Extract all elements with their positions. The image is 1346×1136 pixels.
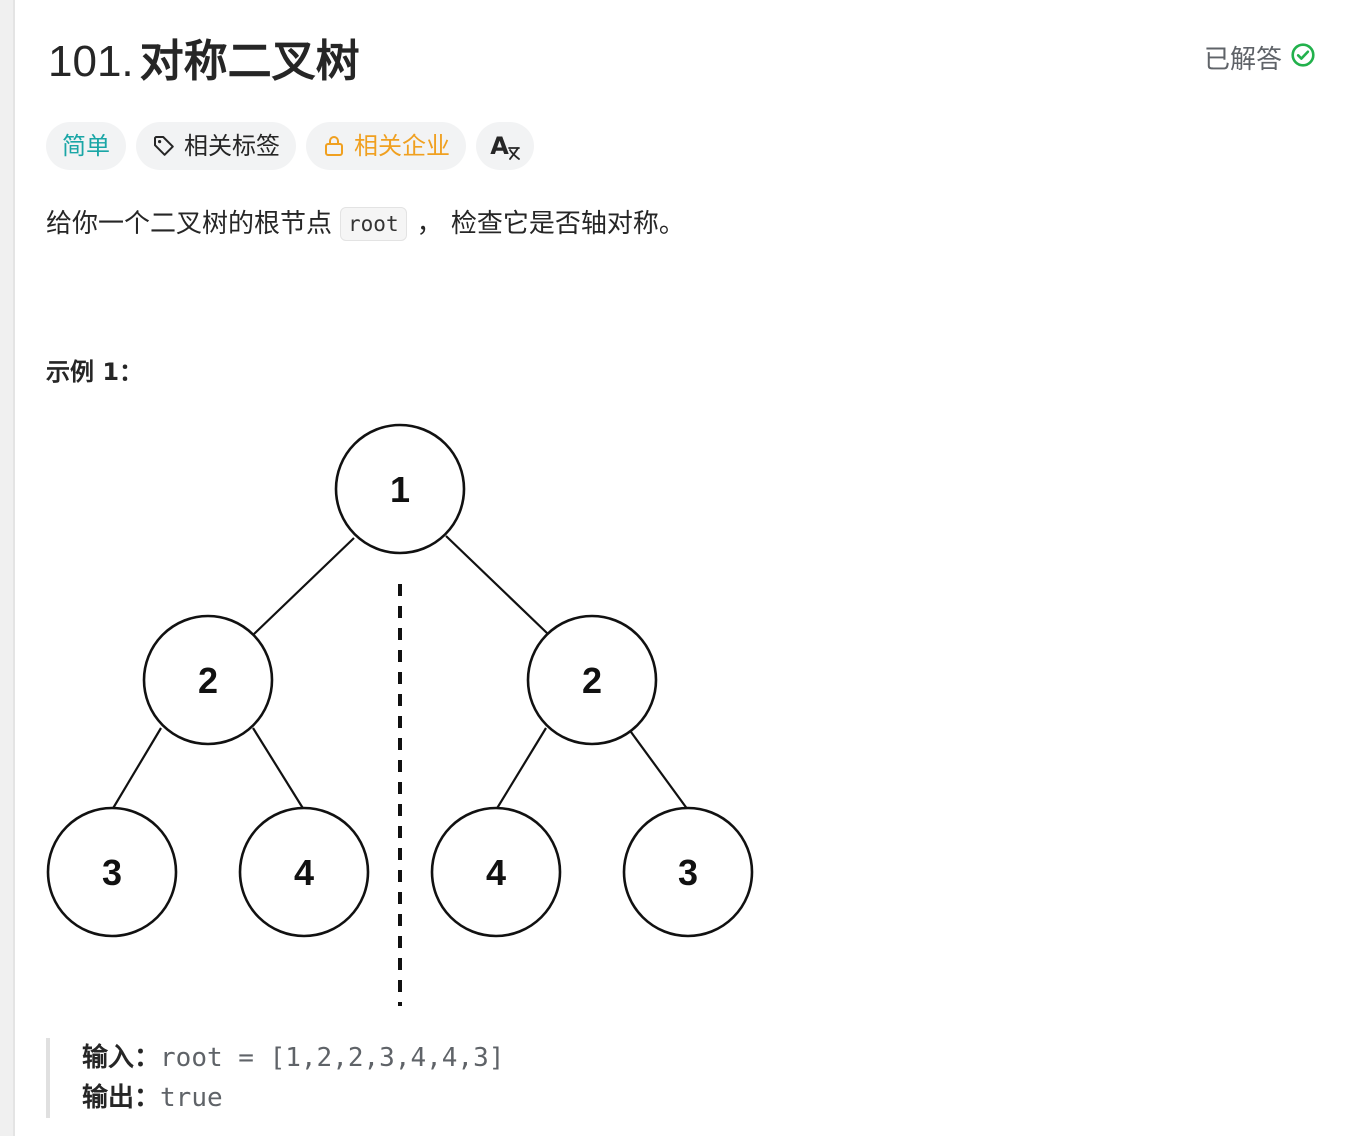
tree-node-label: 2 <box>582 660 602 701</box>
problem-number: 101. <box>48 37 134 86</box>
translate-icon: A <box>490 122 520 170</box>
example-io-block: 输入：root = [1,2,2,3,4,4,3] 输出：true <box>46 1038 646 1118</box>
tree-node-label: 2 <box>198 660 218 701</box>
solved-label: 已解答 <box>1203 44 1282 75</box>
related-companies-button[interactable]: 相关企业 <box>306 122 466 170</box>
inline-code-root: root <box>340 207 407 241</box>
tree-node-label: 4 <box>294 852 314 893</box>
tree-node-circle <box>46 806 178 938</box>
edge-2-3-right <box>630 731 689 811</box>
difficulty-badge[interactable]: 简单 <box>46 122 126 170</box>
example-tree-image: 1 2 2 3 4 4 3 <box>46 420 766 1010</box>
edge-2-3-left <box>111 727 162 811</box>
edge-1-2-left <box>253 537 355 635</box>
translate-button[interactable]: A <box>476 122 534 170</box>
statement-text-after: ， 检查它是否轴对称。 <box>416 209 685 239</box>
solved-status: 已解答 <box>1204 42 1316 77</box>
edge-2-4-left <box>252 727 305 811</box>
tree-node-label: 3 <box>102 852 122 893</box>
problem-statement: 给你一个二叉树的根节点 root ， 检查它是否轴对称。 <box>46 202 685 246</box>
problem-name: 对称二叉树 <box>139 36 360 87</box>
edge-2-4-right <box>495 727 547 811</box>
tree-node-label: 4 <box>486 852 506 893</box>
tree-node-circle <box>430 806 562 938</box>
problem-title[interactable]: 101.对称二叉树 <box>48 34 360 90</box>
left-panel-divider[interactable] <box>0 0 15 1136</box>
input-label: 输入： <box>82 1043 161 1073</box>
output-value: true <box>160 1083 223 1113</box>
example-input: 输入：root = [1,2,2,3,4,4,3] <box>82 1038 646 1078</box>
edge-1-2-right <box>445 535 549 635</box>
output-label: 输出： <box>82 1083 161 1113</box>
example-title: 示例 1： <box>46 358 144 386</box>
tag-bar: 简单 相关标签 相关企业 A <box>46 122 534 170</box>
check-circle-icon <box>1290 42 1316 77</box>
tree-node-circle <box>622 806 754 938</box>
tree-node-circle <box>334 423 466 555</box>
title-row: 101.对称二叉树 已解答 <box>46 28 1316 96</box>
lock-icon <box>322 134 346 158</box>
translate-letter: A <box>490 132 509 160</box>
tree-diagram: 1 2 2 3 4 4 3 <box>46 423 754 1006</box>
related-tags-button[interactable]: 相关标签 <box>136 122 296 170</box>
tree-node-label: 1 <box>390 469 410 510</box>
tag-icon <box>152 134 176 158</box>
tree-node-label: 3 <box>678 852 698 893</box>
tree-node-circle <box>142 614 274 746</box>
related-companies-label: 相关企业 <box>354 132 450 160</box>
statement-text-before: 给你一个二叉树的根节点 <box>46 209 333 239</box>
tree-node-circle <box>238 806 370 938</box>
example-output: 输出：true <box>82 1078 646 1118</box>
tree-node-circle <box>526 614 658 746</box>
input-value: root = [1,2,2,3,4,4,3] <box>160 1043 505 1073</box>
related-tags-label: 相关标签 <box>184 132 280 160</box>
